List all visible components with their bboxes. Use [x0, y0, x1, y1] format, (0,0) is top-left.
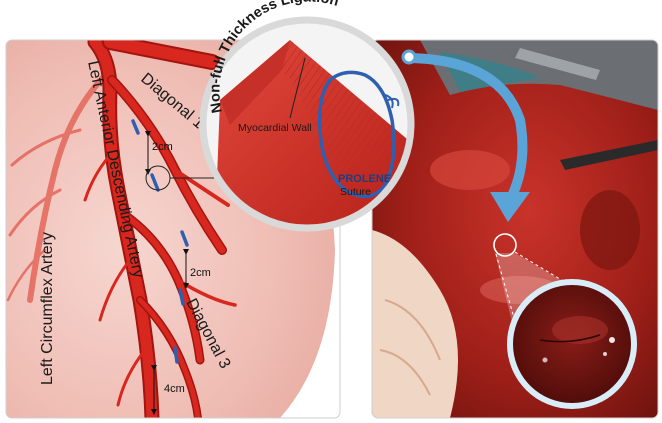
- suture-label: Suture: [340, 186, 371, 198]
- ligation-mark: [175, 348, 177, 362]
- myocardial-wall-label: Myocardial Wall: [238, 122, 312, 134]
- tissue-highlight: [430, 150, 510, 190]
- tissue-shadow: [580, 190, 640, 270]
- link-pin: [403, 51, 415, 63]
- distance-label-1: 2cm: [152, 141, 173, 153]
- prolene-label: PROLENE: [338, 173, 391, 185]
- surgical-photo-panel: [372, 40, 658, 418]
- left-circumflex-label: Left Circumflex Artery: [39, 232, 56, 385]
- distance-label-2: 2cm: [190, 267, 211, 279]
- distance-label-3: 4cm: [164, 383, 185, 395]
